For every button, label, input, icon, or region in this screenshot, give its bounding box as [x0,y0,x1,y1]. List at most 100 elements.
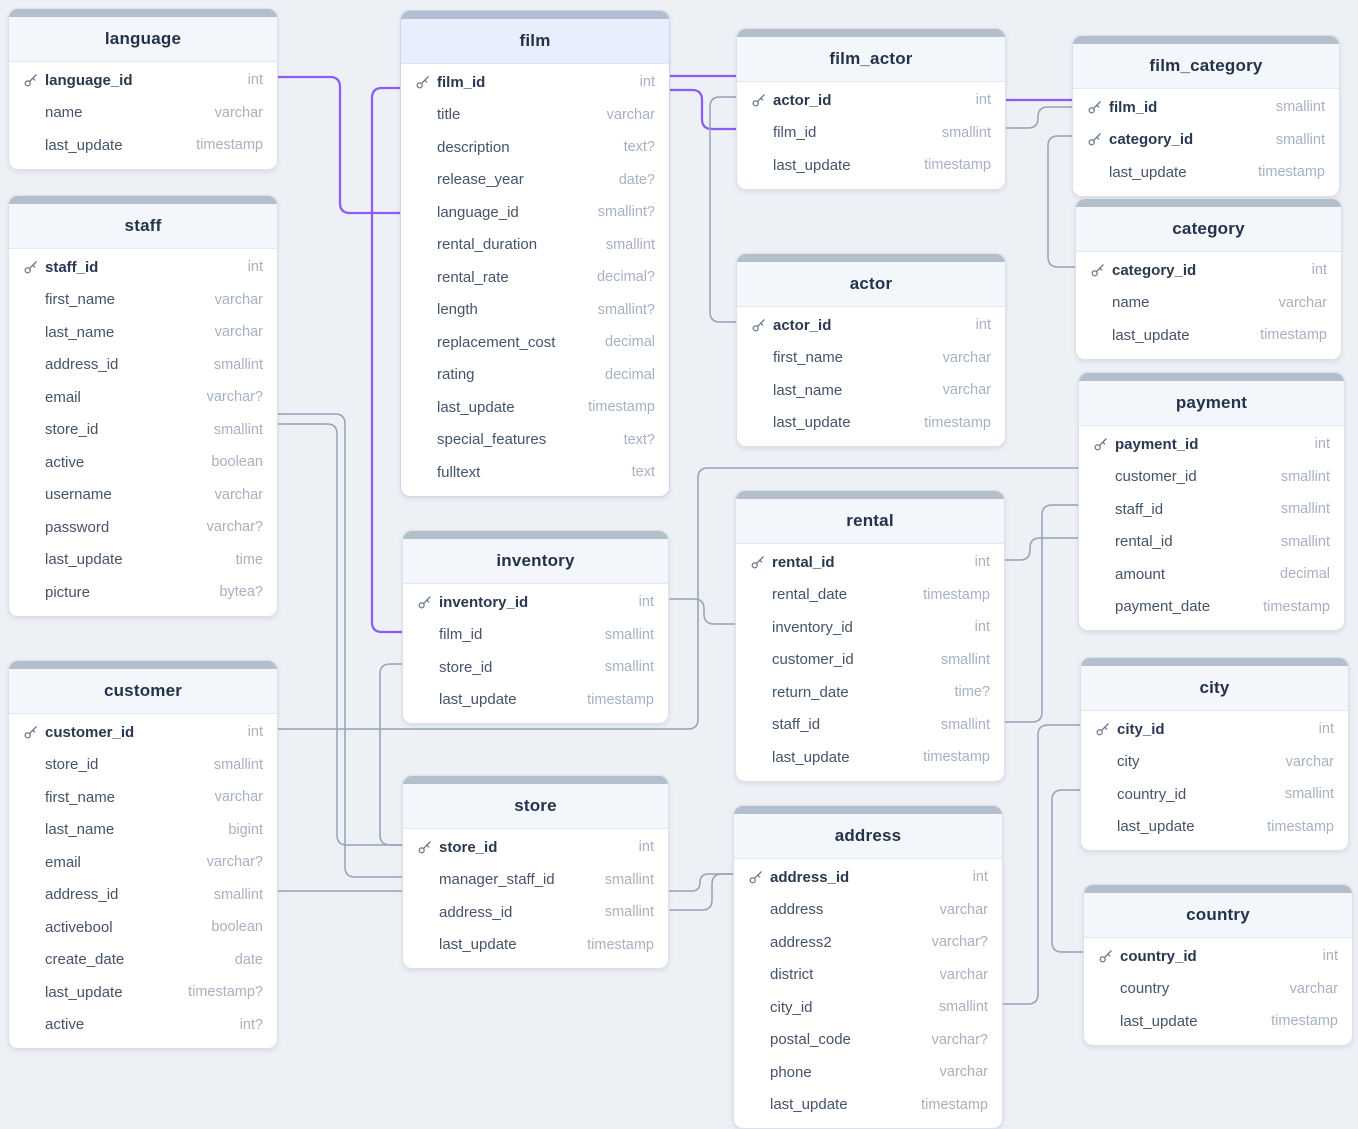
table-drag-strip[interactable] [1073,36,1339,44]
edge-customer.customer_id-payment.customer_id[interactable] [275,467,1079,730]
table-header[interactable]: customer [9,669,277,714]
field-name: staff_id [45,258,99,276]
field-type: int? [239,1016,263,1033]
edge-inventory.inventory_id-rental.inventory_id[interactable] [669,598,736,625]
table-drag-strip[interactable] [737,29,1005,37]
field-name: customer_id [772,651,854,669]
table-name: category [1172,219,1245,238]
field-type: date [234,951,263,968]
field-type: text? [623,431,655,448]
field-type: timestamp [587,691,654,708]
field-name: last_update [1109,163,1187,181]
field-name: store_id [45,756,99,774]
edge-rental.rental_id-payment.rental_id[interactable] [1003,537,1079,561]
table-drag-strip[interactable] [737,254,1005,262]
table-header[interactable]: address [734,814,1002,859]
edge-staff.store_id-store.store_id[interactable] [275,423,403,846]
edge-film.film_id-inventory.film_id[interactable] [370,86,404,634]
table-header[interactable]: language [9,17,277,62]
edge-store.address_id-address.address_id[interactable] [669,873,734,911]
table-drag-strip[interactable] [736,491,1004,499]
edge-film.film_id-film_actor.film_id[interactable] [666,88,738,131]
table-header[interactable]: film [401,19,669,64]
edge-address.city_id-city.city_id[interactable] [1001,724,1081,1005]
table-header[interactable]: film_category [1073,44,1339,89]
field-name: last_name [773,381,843,399]
edge-customer.address_id-address.address_id[interactable] [275,873,734,892]
field-type: date? [618,171,655,188]
table-drag-strip[interactable] [1076,199,1341,207]
table-header[interactable]: rental [736,499,1004,544]
table-header[interactable]: city [1081,666,1348,711]
field-name: last_update [45,983,123,1001]
edge-inventory.store_id-store.store_id[interactable] [379,663,403,846]
table-drag-strip[interactable] [9,661,277,669]
table-header[interactable]: category [1076,207,1341,252]
field-name: address_id [439,903,513,921]
field-type: bigint [228,821,263,838]
table-drag-strip[interactable] [403,531,668,539]
field-type: timestamp [924,157,991,174]
table-header[interactable]: country [1084,893,1352,938]
table-header[interactable]: staff [9,204,277,249]
field-name: description [437,138,510,156]
table-header[interactable]: store [403,784,668,829]
primary-key-icon [1087,100,1109,115]
table-header[interactable]: payment [1079,381,1344,426]
field-name: actor_id [773,91,832,109]
edge-language.language_id-film.language_id[interactable] [274,75,402,215]
edge-film_category.category_id-category.category_id[interactable] [1047,135,1076,268]
primary-key-icon [23,725,45,740]
table-drag-strip[interactable] [1079,373,1344,381]
table-name: address [834,826,902,845]
edge-store.manager_staff_id-staff.staff_id[interactable] [275,413,403,878]
table-drag-strip[interactable] [1081,658,1348,666]
table-drag-strip[interactable] [401,11,669,19]
edge-film_actor.film_id-film_category.film_id[interactable] [1003,106,1073,129]
table-header[interactable]: film_actor [737,37,1005,82]
edge-rental.staff_id-payment.staff_id[interactable] [1003,504,1079,723]
field-type: timestamp [921,1096,988,1113]
table-drag-strip[interactable] [403,776,668,784]
table-header[interactable]: inventory [403,539,668,584]
field-name: inventory_id [439,593,529,611]
field-name: category_id [1109,131,1194,149]
field-name: language_id [437,203,519,221]
edge-film_actor.actor_id-actor.actor_id[interactable] [709,96,737,323]
table-drag-strip[interactable] [734,806,1002,814]
table-drag-strip[interactable] [9,9,277,17]
edge-city.country_id-country.country_id[interactable] [1051,789,1084,953]
table-drag-strip[interactable] [1084,885,1352,893]
field-name: amount [1115,565,1166,583]
table-drag-strip[interactable] [9,196,277,204]
table-header[interactable]: actor [737,262,1005,307]
